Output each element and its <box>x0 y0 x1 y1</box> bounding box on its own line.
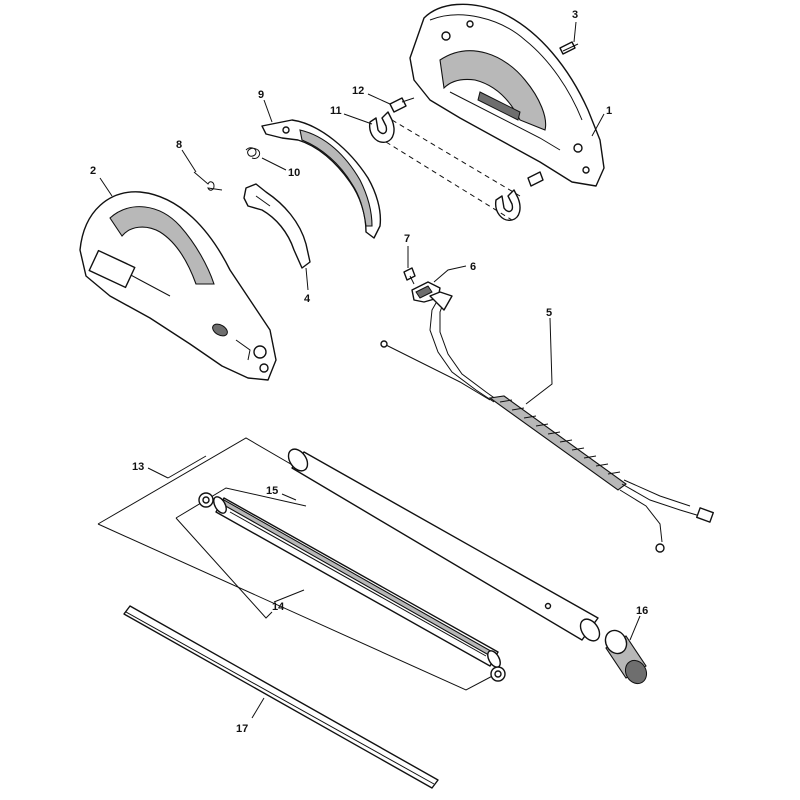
outer-shaft-tube <box>287 448 601 642</box>
leader-3 <box>573 21 577 43</box>
part-7-screw <box>403 267 416 285</box>
leader-12 <box>367 93 391 105</box>
part-10-spring <box>245 147 261 159</box>
callout-labels: 1 2 3 4 5 6 7 8 9 10 11 12 13 14 15 16 1… <box>90 9 648 735</box>
part-1-handle-housing-right <box>409 3 605 187</box>
callout-9: 9 <box>258 89 264 101</box>
leader-2 <box>99 177 113 197</box>
callout-17: 17 <box>236 723 248 735</box>
leader-14 <box>273 589 305 603</box>
leader-13 <box>147 467 169 479</box>
part-12-screw <box>389 97 415 113</box>
dashed-alignment-line-2 <box>391 119 521 197</box>
callout-5: 5 <box>546 307 552 319</box>
part-8-torsion-spring <box>193 171 223 191</box>
dashed-alignment-line-1 <box>385 141 513 221</box>
leader-10 <box>261 157 287 171</box>
callout-12: 12 <box>352 85 364 97</box>
leader-11 <box>343 113 373 125</box>
callout-2: 2 <box>90 165 96 177</box>
leader-6 <box>433 265 467 283</box>
leader-4 <box>305 267 309 291</box>
leader-9 <box>263 99 273 123</box>
callout-3: 3 <box>572 9 578 21</box>
part-14-inner-shaft <box>213 496 501 668</box>
part-4-lever <box>243 183 311 269</box>
part-14-bushing-lower <box>490 666 506 682</box>
leader-1 <box>591 113 605 137</box>
part-5-throttle-cable <box>380 291 714 553</box>
callout-1: 1 <box>606 105 612 117</box>
callout-16: 16 <box>636 605 648 617</box>
leader-lines <box>99 21 641 719</box>
part-16-coupler <box>604 629 648 685</box>
part-11-clamp-lower <box>495 171 544 221</box>
part-17-drive-shaft <box>123 605 439 789</box>
part-14-bushing-upper <box>198 492 214 508</box>
part-15-bracket <box>175 487 307 619</box>
leader-17 <box>251 697 265 719</box>
callout-13: 13 <box>132 461 144 473</box>
part-9-trigger <box>261 119 382 239</box>
callout-6: 6 <box>470 261 476 273</box>
leader-8 <box>181 149 197 173</box>
callout-11: 11 <box>330 105 342 117</box>
callout-7: 7 <box>404 233 410 245</box>
callout-10: 10 <box>288 167 300 179</box>
leader-5 <box>525 317 553 405</box>
part-11-clamp-upper <box>369 111 395 143</box>
leader-16 <box>629 615 641 641</box>
part-13-group-bracket <box>97 437 501 691</box>
callout-14: 14 <box>272 601 285 613</box>
leader-15 <box>281 493 297 501</box>
part-2-handle-housing-left <box>79 191 277 381</box>
callout-15: 15 <box>266 485 278 497</box>
part-3-screw <box>559 41 579 55</box>
callout-4: 4 <box>304 293 311 305</box>
callout-8: 8 <box>176 139 182 151</box>
